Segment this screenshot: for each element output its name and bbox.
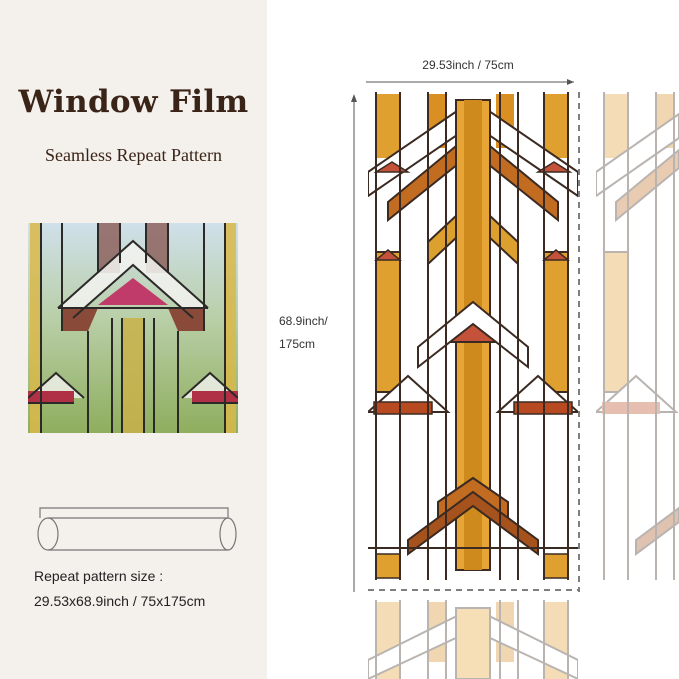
height-dimension-label-inch: 68.9inch/ [279, 314, 328, 328]
width-dimension-label: 29.53inch / 75cm [422, 58, 514, 72]
width-arrow [366, 79, 574, 85]
repeat-boundary-bottom [368, 589, 578, 591]
film-roll-icon [37, 507, 237, 551]
product-title: Window Film [18, 84, 249, 120]
repeat-size-label: Repeat pattern size : [34, 568, 164, 584]
repeat-size-value: 29.53x68.9inch / 75x175cm [34, 593, 206, 609]
repeat-boundary [578, 92, 580, 592]
height-dimension-label-cm: 175cm [279, 337, 316, 351]
pattern-repeat-below [368, 600, 578, 679]
pattern-panel [368, 92, 578, 580]
height-arrow [351, 94, 357, 592]
window-photo [28, 223, 238, 433]
pattern-repeat-right [596, 92, 679, 580]
product-subtitle: Seamless Repeat Pattern [45, 145, 222, 165]
